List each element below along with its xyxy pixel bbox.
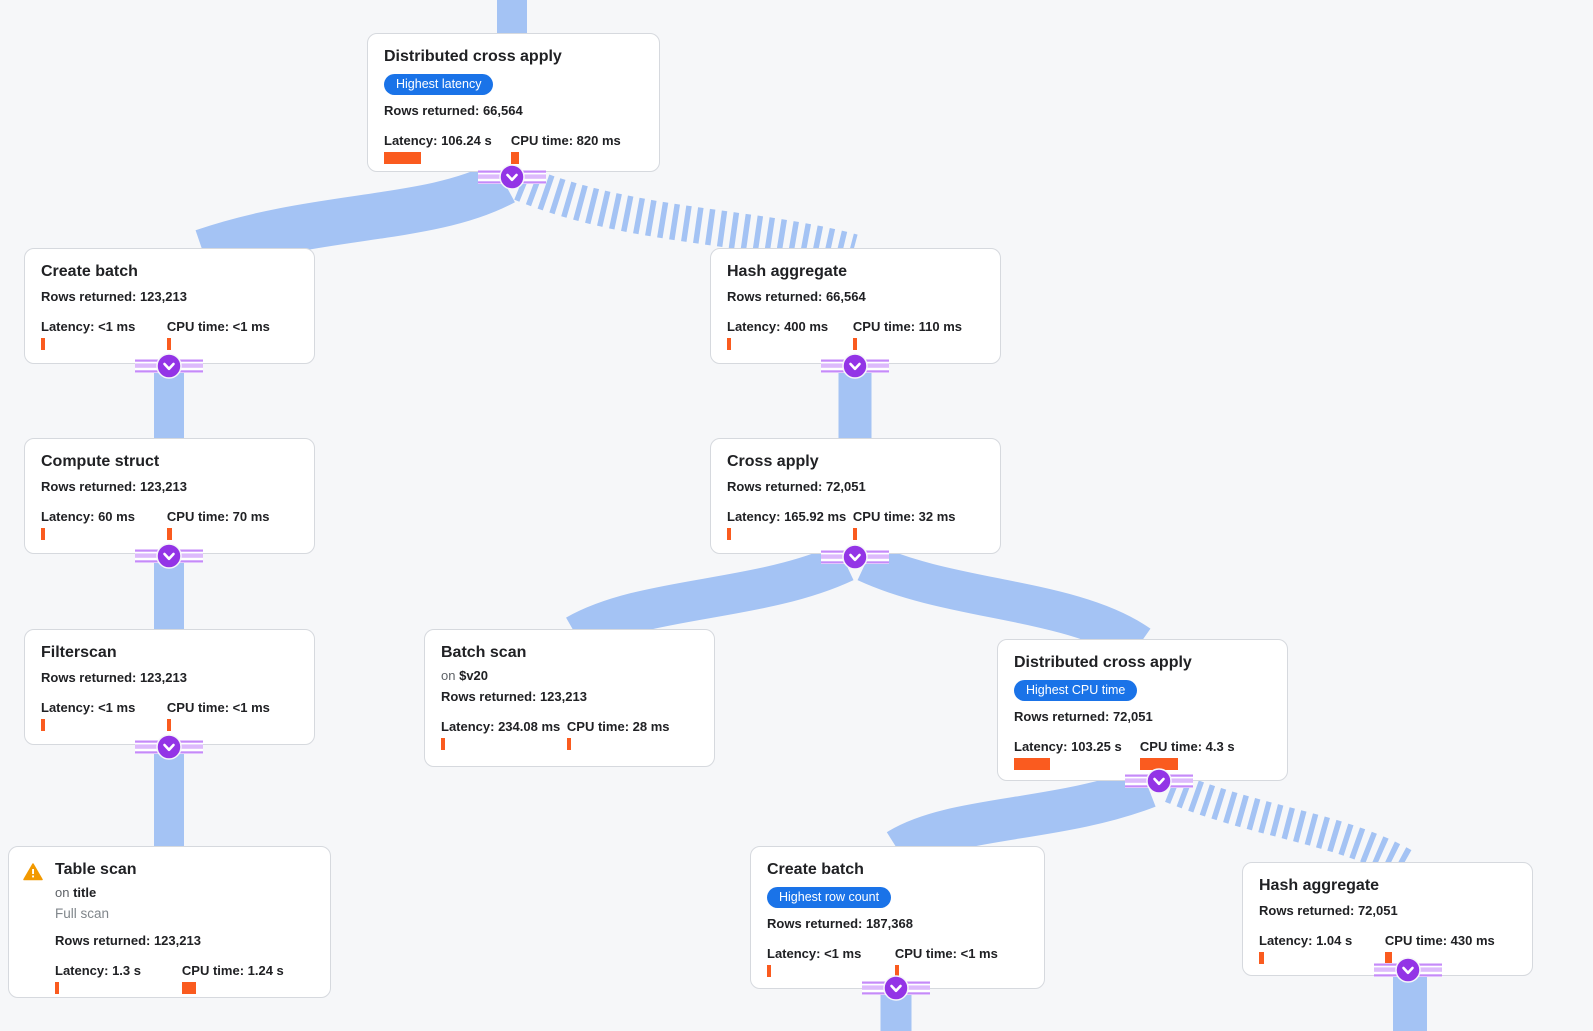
- latency-label: Latency: <1 ms: [41, 319, 136, 334]
- plan-node-batch-scan[interactable]: Batch scan on $v20 Rows returned: 123,21…: [424, 629, 715, 767]
- rows-returned: Rows returned: 123,213: [55, 933, 201, 948]
- scan-target: on $v20: [441, 668, 489, 683]
- cpu-time-label: CPU time: 820 ms: [510, 133, 621, 148]
- cpu-time-label: CPU time: 32 ms: [852, 509, 956, 524]
- rows-returned: Rows returned: 187,368: [767, 916, 913, 931]
- cpu-time-bar: [166, 719, 171, 731]
- node-title: Distributed cross apply: [384, 48, 562, 65]
- latency-bar: [384, 152, 421, 164]
- plan-node-compute-struct[interactable]: Compute struct Rows returned: 123,213 La…: [24, 438, 315, 554]
- highest-row-count-badge: Highest row count: [767, 887, 892, 908]
- node-title: Batch scan: [441, 644, 527, 661]
- latency-label: Latency: 103.25 s: [1014, 739, 1122, 754]
- rows-returned: Rows returned: 66,564: [384, 103, 523, 118]
- plan-node-cross-apply[interactable]: Cross apply Rows returned: 72,051 Latenc…: [710, 438, 1001, 554]
- cpu-time-bar: [181, 982, 196, 994]
- plan-node-create-batch-1[interactable]: Create batch Rows returned: 123,213 Late…: [24, 248, 315, 364]
- rows-returned: Rows returned: 123,213: [41, 670, 187, 685]
- node-title: Distributed cross apply: [1014, 654, 1192, 671]
- cpu-time-bar: [852, 528, 857, 540]
- latency-bar: [55, 982, 59, 994]
- cpu-time-label: CPU time: 1.24 s: [181, 963, 284, 978]
- cpu-time-label: CPU time: 430 ms: [1384, 933, 1495, 948]
- node-title: Create batch: [41, 263, 138, 280]
- rows-returned: Rows returned: 72,051: [1014, 709, 1153, 724]
- cpu-time-bar: [166, 528, 172, 540]
- cpu-time-bar: [1139, 758, 1178, 770]
- latency-label: Latency: 165.92 ms: [727, 509, 847, 524]
- rows-returned: Rows returned: 123,213: [441, 689, 587, 704]
- node-title: Compute struct: [41, 453, 160, 470]
- latency-label: Latency: 234.08 ms: [441, 719, 561, 734]
- latency-label: Latency: 106.24 s: [384, 133, 492, 148]
- cpu-time-label: CPU time: 4.3 s: [1139, 739, 1235, 754]
- cpu-time-label: CPU time: 28 ms: [566, 719, 670, 734]
- plan-node-filterscan[interactable]: Filterscan Rows returned: 123,213 Latenc…: [24, 629, 315, 745]
- rows-returned: Rows returned: 123,213: [41, 289, 187, 304]
- scan-type: Full scan: [55, 906, 110, 921]
- latency-label: Latency: <1 ms: [767, 946, 862, 961]
- node-title: Create batch: [767, 861, 864, 878]
- warning-icon: [23, 863, 43, 886]
- cpu-time-bar: [894, 965, 899, 977]
- cpu-time-label: CPU time: 110 ms: [852, 319, 963, 334]
- cpu-time-bar: [166, 338, 171, 350]
- latency-bar: [41, 719, 45, 731]
- cpu-time-label: CPU time: <1 ms: [166, 319, 270, 334]
- cpu-time-bar: [510, 152, 519, 164]
- latency-bar: [727, 528, 731, 540]
- latency-label: Latency: 1.3 s: [55, 963, 141, 978]
- cpu-time-label: CPU time: <1 ms: [894, 946, 998, 961]
- node-title: Table scan: [55, 861, 137, 878]
- cpu-time-bar: [1384, 952, 1392, 964]
- rows-returned: Rows returned: 66,564: [727, 289, 866, 304]
- latency-bar: [41, 338, 45, 350]
- latency-label: Latency: 60 ms: [41, 509, 135, 524]
- latency-label: Latency: <1 ms: [41, 700, 136, 715]
- node-title: Cross apply: [727, 453, 819, 470]
- latency-bar: [1014, 758, 1050, 770]
- plan-node-hash-aggregate-2[interactable]: Hash aggregate Rows returned: 72,051 Lat…: [1242, 862, 1533, 976]
- cpu-time-label: CPU time: <1 ms: [166, 700, 270, 715]
- cpu-time-label: CPU time: 70 ms: [166, 509, 270, 524]
- latency-bar: [767, 965, 771, 977]
- plan-node-create-batch-2[interactable]: Create batch Highest row count Rows retu…: [750, 846, 1045, 989]
- latency-bar: [727, 338, 731, 350]
- scan-target: on title: [55, 885, 97, 900]
- latency-bar: [41, 528, 45, 540]
- latency-label: Latency: 1.04 s: [1259, 933, 1353, 948]
- rows-returned: Rows returned: 72,051: [1259, 903, 1398, 918]
- latency-bar: [441, 738, 445, 750]
- plan-node-table-scan[interactable]: Table scan on title Full scan Rows retur…: [8, 846, 331, 998]
- cpu-time-bar: [852, 338, 857, 350]
- highest-cpu-time-badge: Highest CPU time: [1014, 680, 1138, 701]
- latency-bar: [1259, 952, 1264, 964]
- node-title: Filterscan: [41, 644, 117, 661]
- node-title: Hash aggregate: [1259, 877, 1380, 894]
- plan-node-distributed-cross-apply-2[interactable]: Distributed cross apply Highest CPU time…: [997, 639, 1288, 781]
- highest-latency-badge: Highest latency: [384, 74, 494, 95]
- cpu-time-bar: [566, 738, 571, 750]
- node-title: Hash aggregate: [727, 263, 848, 280]
- plan-node-distributed-cross-apply-1[interactable]: Distributed cross apply Highest latency …: [367, 33, 660, 172]
- rows-returned: Rows returned: 123,213: [41, 479, 187, 494]
- plan-node-hash-aggregate-1[interactable]: Hash aggregate Rows returned: 66,564 Lat…: [710, 248, 1001, 364]
- latency-label: Latency: 400 ms: [727, 319, 829, 334]
- rows-returned: Rows returned: 72,051: [727, 479, 866, 494]
